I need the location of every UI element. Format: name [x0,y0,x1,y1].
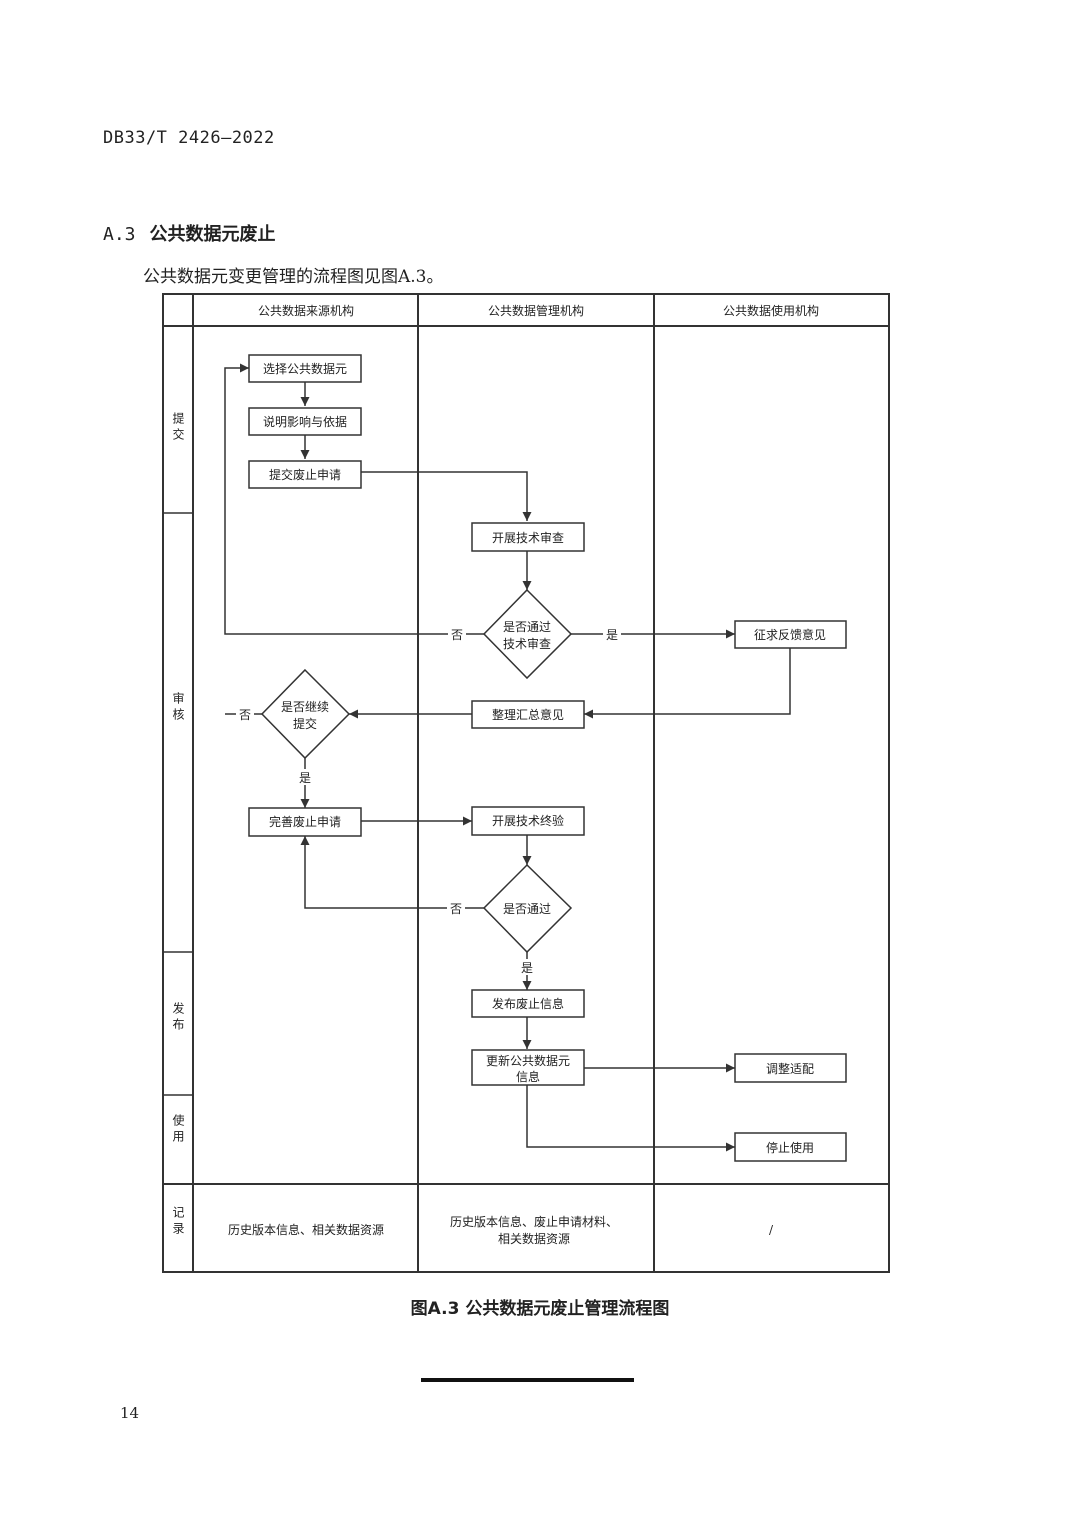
box-final-check [471,806,585,836]
label-no-review: 否 [451,628,463,642]
record-use: / [769,1223,774,1237]
phase-label-review: 审核 [171,691,185,724]
node-improve: 完善废止申请 [269,814,341,829]
page-number: 14 [120,1404,140,1422]
node-explain: 说明影响与依据 [263,414,347,429]
box-publish-info [471,989,585,1018]
node-update-line2: 信息 [516,1069,540,1084]
lane-header-manage: 公共数据管理机构 [488,303,584,318]
label-yes-review: 是 [606,628,618,642]
node-tech-review: 开展技术审查 [492,530,564,545]
record-manage-line2: 相关数据资源 [498,1231,570,1246]
label-yes-continue: 是 [299,771,311,785]
node-pass-review-line2: 技术审查 [503,636,551,651]
section-number: A.3 [103,224,136,245]
box-explain [248,407,362,436]
lane-header-use: 公共数据使用机构 [723,303,819,318]
figure-caption: 图A.3 公共数据元废止管理流程图 [410,1299,670,1319]
node-adjust: 调整适配 [766,1061,814,1076]
swimlane-grid [162,293,890,1273]
node-submit-request: 提交废止申请 [269,467,341,482]
node-solicit: 征求反馈意见 [754,627,826,642]
standard-code: DB33/T 2426—2022 [103,128,275,148]
label-yes-pass: 是 [521,961,533,975]
lane-header-source: 公共数据来源机构 [258,303,354,318]
box-summarize [471,700,585,729]
phase-label-record: 记录 [171,1206,185,1238]
box-update [471,1049,585,1086]
box-solicit [734,620,847,649]
node-continue-line1: 是否继续 [281,700,329,714]
phase-label-use: 使用 [171,1113,185,1146]
connectors [224,363,791,1152]
box-adjust [734,1053,847,1083]
decision-diamonds [260,588,573,954]
diamond-pass-review [482,588,573,680]
diamond-pass [482,863,573,954]
section-title: 公共数据元废止 [149,224,276,245]
label-no-pass: 否 [450,902,462,916]
node-continue-line2: 提交 [293,716,317,731]
process-boxes [248,354,847,1162]
phase-label-submit: 提交 [171,411,185,444]
node-final-check: 开展技术终验 [492,813,564,828]
node-summarize: 整理汇总意见 [492,707,564,722]
node-stop: 停止使用 [766,1140,814,1155]
box-submit-request [248,460,362,489]
record-source: 历史版本信息、相关数据资源 [228,1222,384,1237]
flowchart: 公共数据来源机构 公共数据管理机构 公共数据使用机构 提交 审核 发布 使用 记… [162,293,890,1273]
label-no-continue: 否 [239,708,251,722]
section-heading: A.3 公共数据元废止 [103,220,276,246]
box-stop [734,1132,847,1162]
diamond-continue [260,668,351,760]
footer-rule [421,1378,634,1382]
node-pass: 是否通过 [503,902,551,916]
box-improve [248,807,362,837]
phase-label-publish: 发布 [171,1001,185,1034]
node-update-line1: 更新公共数据元 [486,1053,570,1068]
node-publish-info: 发布废止信息 [492,996,564,1011]
node-pass-review-line1: 是否通过 [503,620,551,634]
box-select [248,354,362,383]
node-select: 选择公共数据元 [263,361,347,376]
record-manage-line1: 历史版本信息、废止申请材料、 [450,1214,618,1229]
intro-paragraph: 公共数据元变更管理的流程图见图A.3。 [143,267,444,287]
box-tech-review [471,522,585,552]
